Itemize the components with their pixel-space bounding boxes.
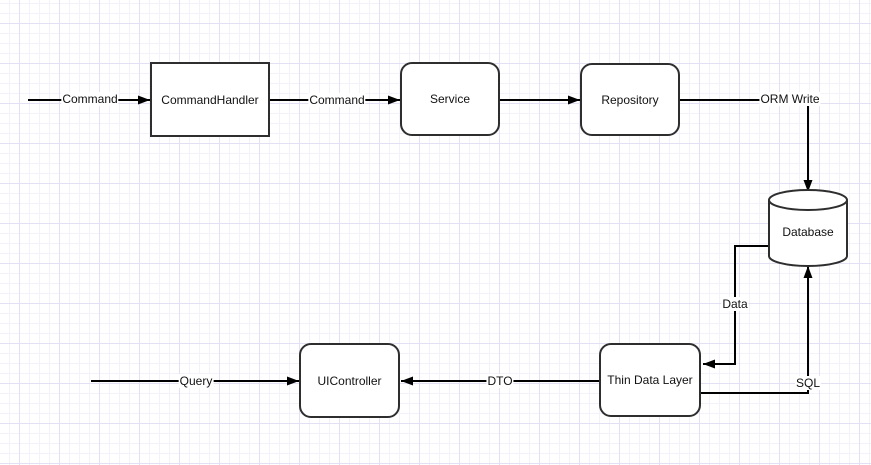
- edge-label-data[interactable]: Data: [721, 297, 749, 311]
- node-repository-label: Repository: [601, 92, 659, 107]
- node-ui-controller[interactable]: UIController: [299, 343, 400, 418]
- node-command-handler-label: CommandHandler: [161, 92, 259, 107]
- node-repository[interactable]: Repository: [580, 63, 680, 136]
- edge-thin-data-layer-to-database[interactable]: [701, 266, 813, 394]
- node-command-handler[interactable]: CommandHandler: [150, 62, 270, 137]
- node-thin-data-layer[interactable]: Thin Data Layer: [599, 343, 701, 417]
- edge-label-orm-write[interactable]: ORM Write: [759, 92, 821, 106]
- database-cylinder-icon: [768, 189, 848, 267]
- node-thin-data-layer-label: Thin Data Layer: [607, 373, 693, 387]
- node-service-label: Service: [429, 92, 470, 106]
- edge-label-command-mid[interactable]: Command: [308, 93, 366, 107]
- edge-label-query[interactable]: Query: [178, 374, 214, 388]
- edge-repository-to-database[interactable]: [680, 99, 813, 192]
- node-service[interactable]: Service: [400, 62, 500, 136]
- node-ui-controller-label: UIController: [317, 373, 382, 388]
- edge-label-dto[interactable]: DTO: [486, 374, 514, 388]
- node-database[interactable]: Database: [768, 189, 848, 267]
- edge-label-sql[interactable]: SQL: [794, 376, 822, 390]
- edge-label-command-input[interactable]: Command: [61, 92, 119, 106]
